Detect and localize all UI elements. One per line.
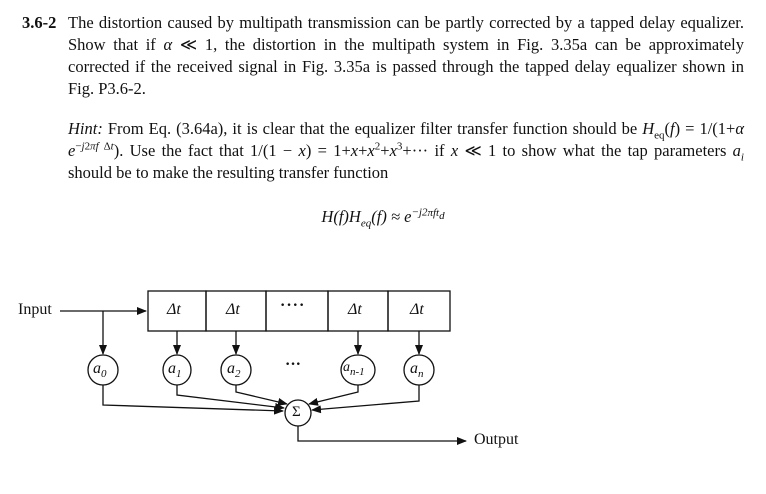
output-line xyxy=(297,426,467,445)
tap-label-an: an xyxy=(410,360,424,381)
target-equation: H(f)Heq(f) ≈ e−j2πftd xyxy=(321,206,445,230)
tap-label-a2: a2 xyxy=(227,360,241,381)
tap-label-a1: a1 xyxy=(168,360,182,381)
sum-symbol: Σ xyxy=(292,404,301,420)
delay-label-5: Δt xyxy=(410,301,424,318)
problem-number: 3.6-2 xyxy=(22,13,57,32)
problem-statement: The distortion caused by multipath trans… xyxy=(68,13,744,98)
tap-label-a0: a0 xyxy=(93,360,107,381)
tap-label-an-1: an-1 xyxy=(343,360,365,378)
hint-label: Hint: xyxy=(68,119,103,138)
tapped-delay-diagram: Input Output Δt Δt ···· Δt Δt a0 a1 a2 ·… xyxy=(0,270,766,480)
tap-ellipsis: ··· xyxy=(285,356,302,373)
input-label: Input xyxy=(18,301,52,318)
delay-label-2: Δt xyxy=(226,301,240,318)
diagram-svg xyxy=(60,290,467,445)
hint-paragraph: Hint: From Eq. (3.64a), it is clear that… xyxy=(68,119,744,182)
delay-ellipsis: ···· xyxy=(280,297,306,314)
delay-label-4: Δt xyxy=(348,301,362,318)
output-label: Output xyxy=(474,431,519,448)
delay-label-1: Δt xyxy=(167,301,181,318)
